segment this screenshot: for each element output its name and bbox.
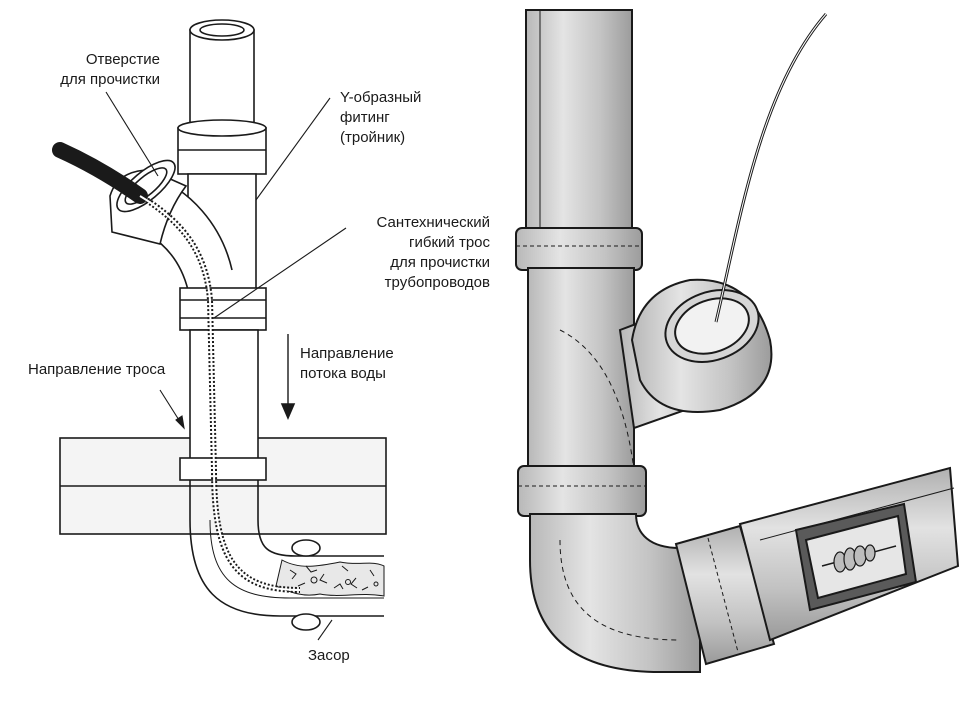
right-elbow [529, 513, 701, 673]
clog-debris [275, 559, 385, 597]
left-cross-section-drawing [52, 19, 387, 641]
leader-lines [105, 91, 347, 641]
label-plumbing-cable: Сантехнический гибкий трос для прочистки… [376, 214, 490, 291]
flexible-cable [52, 142, 301, 593]
right-top-coupling [515, 227, 643, 271]
top-coupling [177, 119, 267, 175]
vertical-drain-pipe [179, 329, 267, 520]
right-shaded-illustration [515, 9, 960, 673]
right-lower-coupling [517, 465, 647, 517]
label-y-fitting: Y-образный фитинг (тройник) [340, 89, 422, 146]
label-cable-direction: Направление троса [28, 361, 166, 378]
right-top-pipe [525, 9, 633, 233]
auger-head [833, 544, 876, 573]
right-cutaway-window [794, 502, 918, 612]
middle-coupling [179, 287, 267, 331]
top-vertical-pipe [189, 19, 255, 131]
right-branch-socket [630, 278, 773, 413]
label-cleanout-opening: Отверстие для прочистки [60, 51, 160, 88]
elbow-and-horizontal-pipe [189, 519, 384, 631]
right-cable [714, 13, 828, 323]
water-flow-arrow [280, 334, 296, 421]
label-clog: Засор [308, 647, 350, 664]
label-water-flow-direction: Направление потока воды [300, 345, 394, 382]
